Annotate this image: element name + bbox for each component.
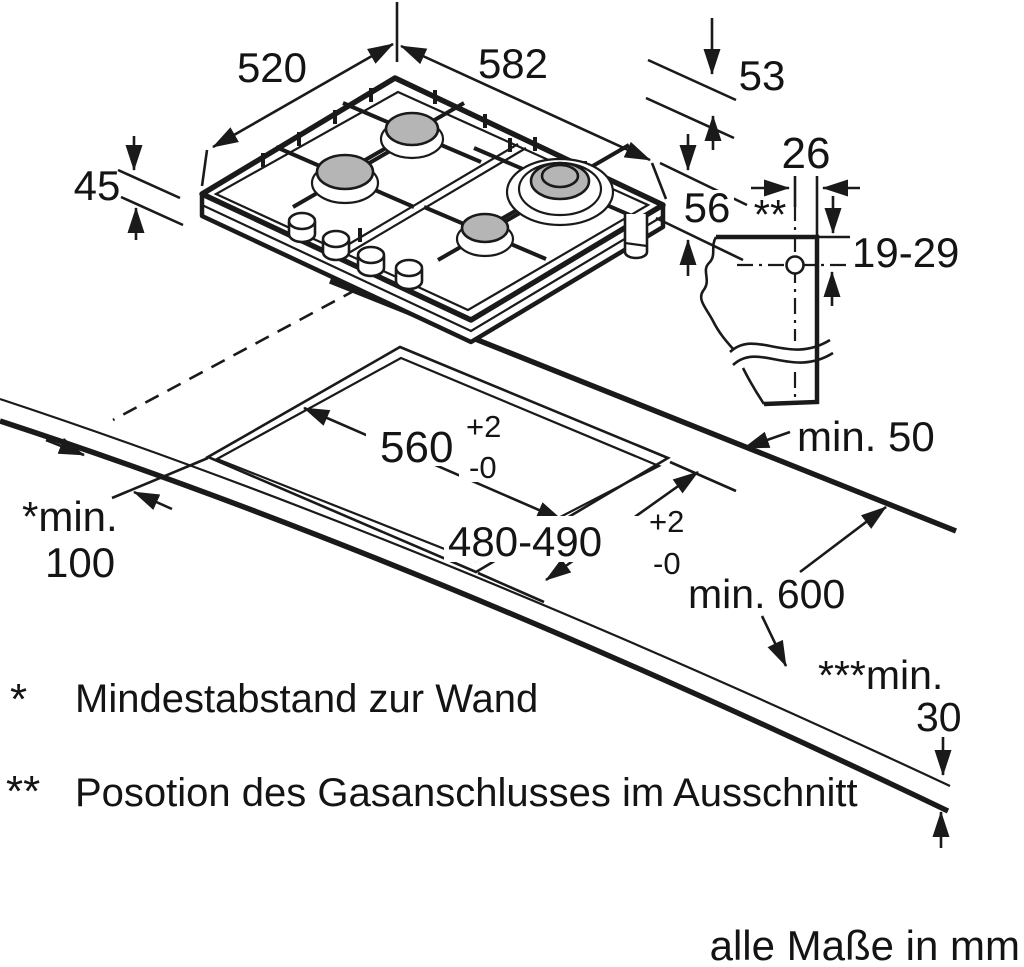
control-knobs (287, 211, 424, 291)
min50-label: min. 50 (797, 413, 935, 460)
knob-2-top (321, 229, 351, 249)
detail-edge (716, 234, 820, 407)
cutout-outline (205, 345, 671, 574)
burner-cap-front (460, 212, 510, 244)
arrow-min600-up (799, 505, 887, 574)
knob-4-top (394, 258, 424, 278)
ext-line-53-upper (647, 58, 737, 102)
cutout-width-label: 560 (380, 423, 453, 472)
dim-26-label: 26 (782, 129, 831, 178)
min600-label: min. 600 (688, 571, 845, 617)
footnote-1-text: Mindestabstand zur Wand (75, 677, 538, 721)
detail-torn-edge-upper (699, 236, 735, 351)
hob-body-lip-line (201, 204, 664, 333)
grate-divider-right (346, 147, 527, 255)
knob-1-top (287, 211, 317, 231)
arrow-min100-left (133, 490, 173, 511)
dim-53-label: 53 (739, 52, 786, 99)
ext-line-45-upper (117, 168, 181, 200)
arrow-min50 (743, 430, 791, 450)
detail-break-arc-2 (732, 351, 834, 366)
dim-19-29-label: 19-29 (852, 229, 959, 276)
min100-value-label: 100 (45, 539, 115, 586)
hob-isometric-view (199, 75, 666, 345)
knob-3-top (356, 245, 386, 265)
gas-pipe (623, 214, 649, 260)
label-bg-560-sub (459, 452, 515, 482)
label-bg-560-sup (456, 414, 512, 442)
min30-prefix-label: ***min. (818, 652, 943, 698)
burner-cap-back (384, 111, 440, 147)
units-note: alle Maße in mm (710, 922, 1020, 967)
wok-burner-cap-inner (540, 163, 580, 189)
footnote-1-marker: * (10, 675, 27, 724)
arrow-min600-down (760, 615, 788, 667)
dimension-labels: 520 582 53 45 56 26 ** 19-29 560 +2 -0 4… (22, 40, 962, 740)
ext-line-582 (650, 162, 668, 200)
burner-cap-left (315, 153, 375, 191)
dim-45-label: 45 (74, 162, 121, 209)
cutout-width-tol-minus: -0 (469, 450, 497, 485)
footnotes: * Mindestabstand zur Wand ** Posotion de… (6, 675, 858, 816)
gas-pipe-body (623, 214, 649, 260)
cutout-depth-tol-plus: +2 (649, 504, 684, 539)
worktop-front-edge-top (0, 397, 951, 787)
gas-hole (785, 255, 805, 275)
dim-56-label: 56 (684, 184, 731, 231)
dim-520-label: 520 (237, 44, 307, 91)
worktop-front-edge-bottom (0, 418, 950, 814)
ext-line-480-upper (669, 460, 737, 493)
cutout-depth-label: 480-490 (448, 518, 602, 565)
burners (310, 111, 615, 258)
dim-582-label: 582 (478, 40, 548, 87)
label-bg-56 (682, 190, 734, 228)
ext-line-520 (200, 149, 209, 187)
dim-line-582 (400, 44, 651, 162)
cutout-depth-tol-minus: -0 (653, 546, 681, 581)
gas-pipe-ring (624, 241, 648, 248)
ext-line-45-lower (120, 195, 184, 227)
cutout-corner-detail (699, 205, 852, 407)
dim-line-520 (212, 42, 394, 149)
min100-prefix-label: *min. (22, 493, 118, 540)
label-bg-480-sub (643, 552, 699, 580)
gas-position-marker: ** (754, 191, 787, 238)
cutout-width-tol-plus: +2 (466, 409, 501, 444)
grate-divider-left (338, 143, 519, 251)
ext-line-56-lower (655, 216, 744, 262)
detail-torn-edge-lower (741, 367, 766, 405)
arrow-min100-right (45, 437, 85, 457)
ext-line-min100 (111, 456, 209, 500)
footnote-2-marker: ** (6, 767, 40, 816)
footnote-2-text: Posotion des Gasanschlusses im Ausschnit… (75, 771, 858, 815)
ext-line-53-lower (645, 96, 735, 140)
detail-break-arc-1 (729, 338, 831, 353)
ext-line-480-lower (477, 571, 545, 604)
min30-value-label: 30 (916, 694, 962, 740)
